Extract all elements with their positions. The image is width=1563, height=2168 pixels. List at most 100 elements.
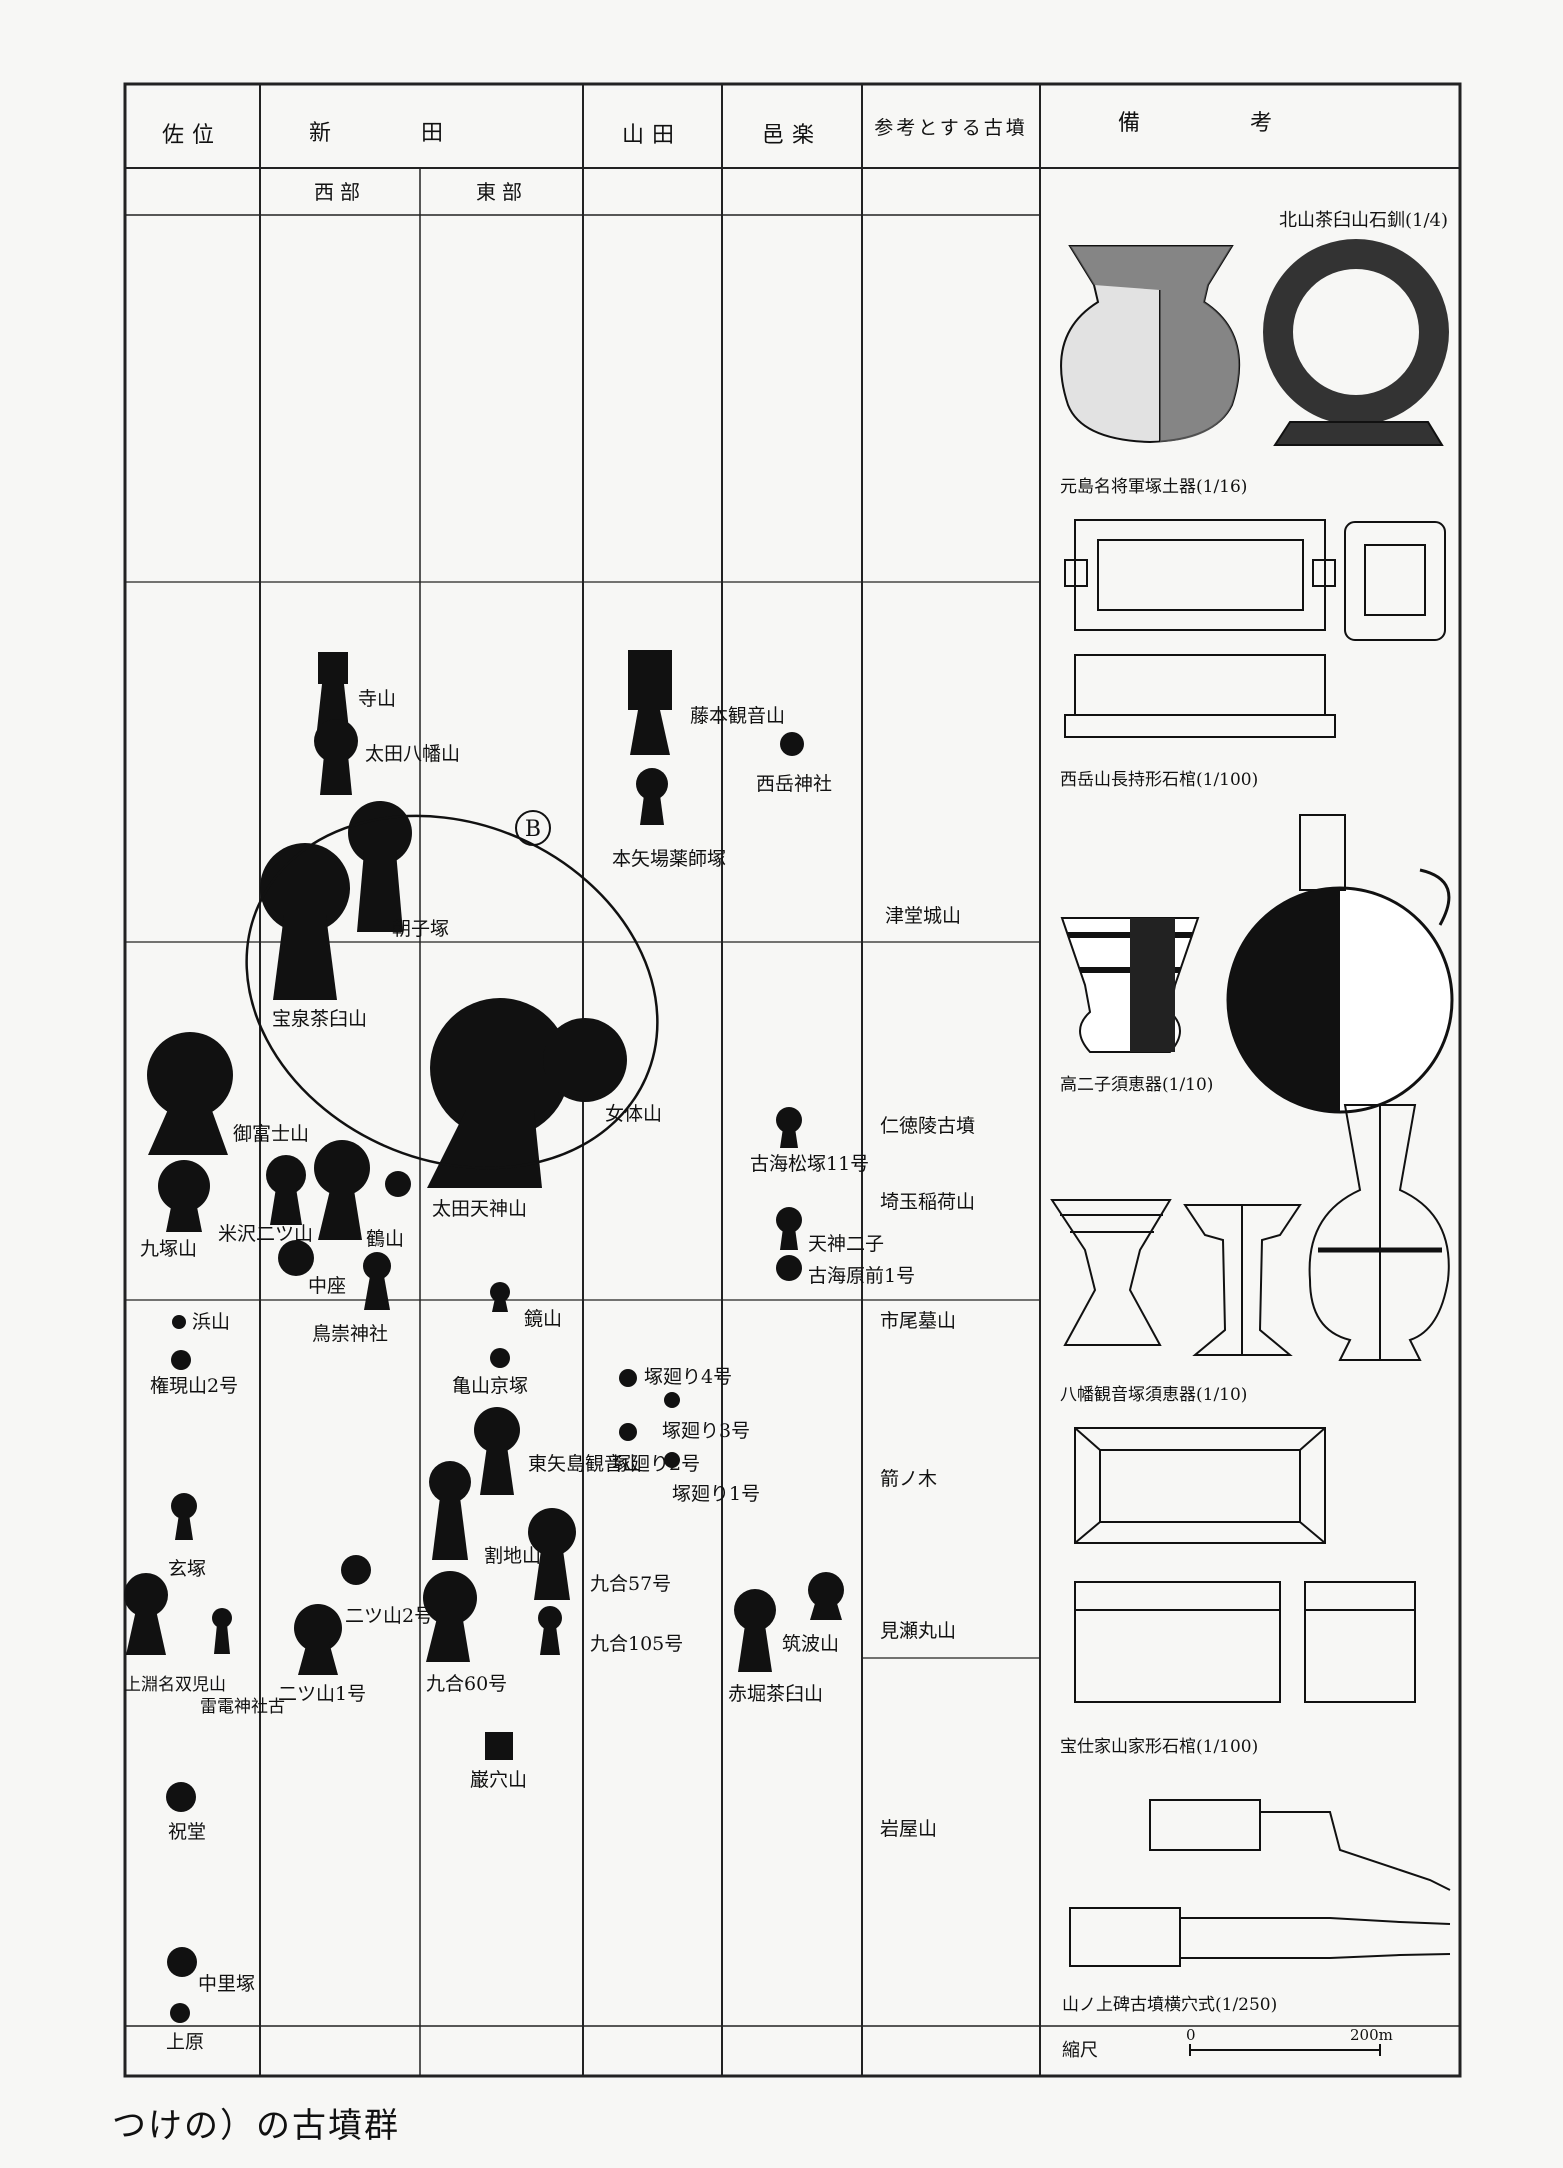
ref-saitama-inari: 埼玉稲荷山 xyxy=(880,1191,975,1213)
keyhole-mound-bushi-yama-2 xyxy=(528,1508,576,1600)
label-tsukamawari2: 塚廻り2号 xyxy=(612,1453,700,1475)
stand-illustration-2 xyxy=(1183,1204,1302,1356)
round-mound-gongenyama xyxy=(171,1350,191,1370)
label-ota-tenjin: 太田天神山 xyxy=(432,1198,527,1220)
label-gofujisan: 御富士山 xyxy=(233,1123,309,1145)
table-header: 佐位 新田 西部 東部 山田 邑楽 参考とする古墳 備考 xyxy=(162,111,1382,204)
round-mound-nakayashiki xyxy=(278,1240,314,1276)
note-fig5: 八幡観音塚須恵器(1/10) xyxy=(1060,1385,1247,1405)
note-fig4: 高二子須恵器(1/10) xyxy=(1060,1075,1213,1095)
mound-symbols xyxy=(124,650,844,2023)
note-fig6: 宝仕家山家形石棺(1/100) xyxy=(1060,1737,1258,1757)
scale-label: 縮尺 xyxy=(1062,2040,1098,2061)
header-oura: 邑楽 xyxy=(762,123,822,148)
label-chikubayama: 筑波山 xyxy=(782,1633,839,1655)
keyhole-mound-gofujisan xyxy=(147,1032,233,1155)
sarcophagus-illustration-2 xyxy=(1074,1427,1416,1703)
keyhole-mound-bushi-yama xyxy=(429,1461,471,1560)
header-notes: 備考 xyxy=(1118,111,1382,136)
note-fig7: 山ノ上碑古墳横穴式(1/250) xyxy=(1062,1995,1277,2015)
flask-illustration xyxy=(1226,814,1454,1114)
round-mound-nakasatozuka xyxy=(167,1947,197,1977)
label-kugo57: 九合57号 xyxy=(590,1573,671,1595)
ref-mizunoki: 箭ノ木 xyxy=(880,1468,937,1490)
round-mound-hamayama xyxy=(172,1315,186,1329)
note-fig2: 元島名将軍塚土器(1/16) xyxy=(1060,477,1247,497)
label-kugo105: 九合105号 xyxy=(590,1633,683,1655)
notes-illustrations: 北山茶臼山石釧(1/4) 元島名将軍塚土器(1/16) 西岳山長持形石棺(1/1… xyxy=(1050,210,1454,2061)
label-kugo60: 九合60号 xyxy=(426,1673,507,1695)
label-raiden: 雷電神社古 xyxy=(200,1697,285,1717)
sarcophagus-illustration-1 xyxy=(1064,519,1446,738)
header-nitta-west: 西部 xyxy=(314,180,366,204)
label-fujimoto: 藤本観音山 xyxy=(690,705,785,727)
keyhole-mound-motoyaba xyxy=(636,768,668,825)
round-mound-nishioka xyxy=(780,732,804,756)
mound-labels: 寺山 太田八幡山 朝子塚 宝泉茶臼山 藤本観音山 西岳神社 本矢場薬師塚 女体山… xyxy=(124,688,915,2053)
label-akaho: 赤堀茶臼山 xyxy=(728,1683,823,1705)
keyhole-mound-kuzuka xyxy=(171,1493,197,1540)
keyhole-mound-higashi-yajima xyxy=(474,1407,520,1495)
keyhole-mound-kugo60 xyxy=(423,1571,477,1662)
label-kosawa: 米沢二ツ山 xyxy=(218,1223,313,1245)
label-kameyama: 亀山京塚 xyxy=(452,1375,528,1397)
keyhole-mound-futatsuyama-middle xyxy=(314,1140,370,1240)
label-tsukamawari3: 塚廻り3号 xyxy=(662,1420,750,1442)
keyhole-mound-hoizuka xyxy=(260,843,350,1000)
label-hoizuka: 宝泉茶臼山 xyxy=(272,1008,367,1030)
keyhole-mound-asakozuka xyxy=(348,801,412,932)
header-nitta-east: 東部 xyxy=(476,180,528,204)
vase-illustration xyxy=(1308,1104,1450,1361)
round-mound-futatsuyama2 xyxy=(341,1555,371,1585)
ref-tsudo: 津堂城山 xyxy=(885,905,961,927)
keyhole-mound-kugo-small xyxy=(538,1606,562,1655)
round-mound-tsukamawari3 xyxy=(664,1392,680,1408)
label-nishioka: 西岳神社 xyxy=(756,773,832,795)
keyhole-mound-tenjin-futago xyxy=(776,1207,802,1250)
round-mound-small-1 xyxy=(385,1171,411,1197)
label-futatsuyama2: 二ツ山2号 xyxy=(345,1605,433,1627)
label-motoyaba: 本矢場薬師塚 xyxy=(612,848,726,870)
chamber-plan-illustration xyxy=(1069,1799,1451,1967)
label-iwaanayama: 巌穴山 xyxy=(470,1769,527,1791)
round-mound-onnateyama xyxy=(543,1018,627,1102)
label-furumi-genzen: 古海原前1号 xyxy=(808,1265,915,1287)
ref-iwayayama: 岩屋山 xyxy=(880,1818,937,1840)
label-nakayashiki: 中座 xyxy=(308,1275,346,1297)
keyhole-mound-futatsuyama1 xyxy=(294,1604,342,1675)
keyhole-mound-kamiomi xyxy=(124,1573,168,1655)
label-kamiomi: 上淵名双児山 xyxy=(124,1675,226,1695)
ref-nintoku: 仁徳陵古墳 xyxy=(880,1115,975,1137)
label-onnateyama: 女体山 xyxy=(605,1103,662,1125)
label-tsukamawari1: 塚廻り1号 xyxy=(672,1483,760,1505)
label-tsukamawari4: 塚廻り4号 xyxy=(644,1366,732,1388)
label-asakozuka: 朝子塚 xyxy=(392,918,449,940)
ref-mise-maruyama: 見瀬丸山 xyxy=(880,1620,956,1642)
round-mound-furumi-genzen xyxy=(776,1255,802,1281)
note-fig3: 西岳山長持形石棺(1/100) xyxy=(1060,770,1258,790)
keyhole-mound-raiden xyxy=(212,1608,232,1654)
ref-ichio-hakayama: 市尾墓山 xyxy=(880,1310,956,1332)
label-uehara: 上原 xyxy=(166,2031,204,2053)
round-mound-shido xyxy=(166,1782,196,1812)
keyhole-mound-chikubayama xyxy=(808,1572,844,1620)
label-tenjin-futago: 天神二子 xyxy=(808,1233,884,1255)
round-mound-kameyama xyxy=(490,1348,510,1368)
square-mound-iwaanayama xyxy=(485,1732,513,1760)
header-yamada: 山田 xyxy=(622,123,682,148)
round-mound-tsukamawari4 xyxy=(619,1369,637,1387)
group-b-ellipse: B xyxy=(245,810,659,1170)
label-kyuzukayama: 九塚山 xyxy=(140,1238,197,1260)
label-tsuruyama: 鶴山 xyxy=(366,1228,404,1250)
label-ota-hachiman: 太田八幡山 xyxy=(365,743,460,765)
label-nakasatozuka: 中里塚 xyxy=(198,1973,255,1995)
keyhole-mound-fujimoto xyxy=(628,650,672,755)
table-grid xyxy=(123,82,1462,2078)
round-mound-uehara xyxy=(170,2003,190,2023)
scale-max: 200m xyxy=(1350,2026,1393,2044)
header-reference: 参考とする古墳 xyxy=(874,117,1027,139)
keyhole-mound-kosawa xyxy=(266,1155,306,1225)
label-futatsuyama1: 二ツ山1号 xyxy=(278,1683,366,1705)
figure-caption: つけの）の古墳群 xyxy=(112,2106,400,2146)
